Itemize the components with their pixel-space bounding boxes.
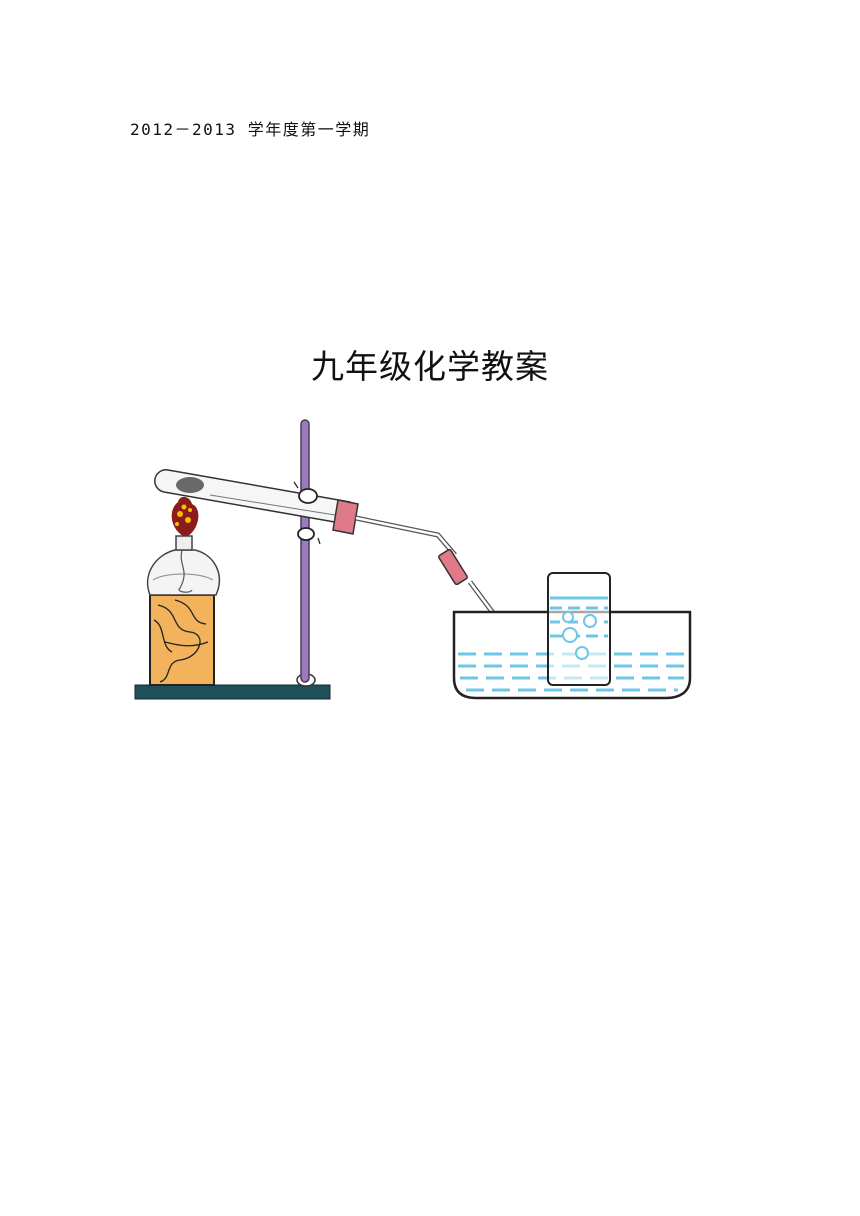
- lab-apparatus-illustration: [134, 419, 692, 700]
- gas-collecting-bottle: [547, 572, 611, 686]
- wood-block: [149, 594, 215, 686]
- alcohol-lamp: [146, 535, 221, 596]
- rubber-stopper: [332, 499, 359, 535]
- rubber-connector: [438, 548, 468, 586]
- flame: [171, 496, 199, 536]
- document-title: 九年级化学教案: [311, 347, 549, 386]
- test-tube: [154, 469, 351, 525]
- term-header: 2012－2013 学年度第一学期: [130, 120, 371, 139]
- gas-bubbles: [562, 611, 597, 660]
- stand-rod: [300, 419, 310, 683]
- clamp: [293, 481, 321, 545]
